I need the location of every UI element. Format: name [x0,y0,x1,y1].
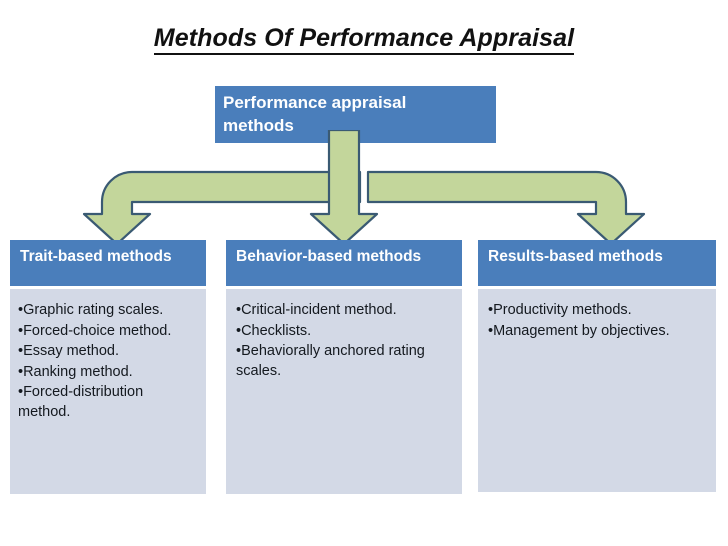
list-item-label: Ranking method. [23,363,133,380]
column-body-trait-based-methods: •Graphic rating scales. •Forced-choice m… [10,286,206,494]
list-item-label: Behaviorally anchored rating scales. [236,343,425,379]
bullet-icon: • [488,302,494,318]
page-title-text: Methods Of Performance Appraisal [153,24,575,55]
page-title: Methods Of Performance Appraisal [0,24,728,55]
bullet-icon: • [18,363,24,380]
bullet-icon: • [236,322,242,339]
column-header-label: Trait-based methods [20,248,172,265]
list-item: •Management by objectives. [488,322,708,342]
list-item-label: Management by objectives. [493,322,670,339]
list-item-label: Forced-choice method. [23,322,172,339]
column-trait-based-methods: Trait-based methods •Graphic rating scal… [10,240,206,494]
root-node-label-line2: methods [223,116,294,135]
list-item-label: Checklists. [241,322,312,339]
column-results-based-methods: Results-based methods •Productivity meth… [478,240,716,492]
root-node-label-line1: Performance appraisal [223,93,407,112]
list-item: •Critical-incident method. [236,301,454,321]
list-item: •Checklists. [236,322,454,342]
column-body-results-based-methods: •Productivity methods. •Management by ob… [478,286,716,492]
column-body-behavior-based-methods: •Critical-incident method. •Checklists. … [226,286,462,494]
list-item: •Behaviorally anchored rating scales. [236,342,454,381]
bullet-icon: • [18,384,24,400]
list-item: •Forced-distribution method. [18,383,198,422]
list-item-label: Essay method. [23,343,119,359]
bullet-icon: • [18,302,24,318]
column-header-trait-based-methods: Trait-based methods [10,240,206,286]
list-item: •Forced-choice method. [18,322,198,342]
column-header-behavior-based-methods: Behavior-based methods [226,240,462,286]
bullet-list-trait: •Graphic rating scales. •Forced-choice m… [18,301,198,422]
list-item: •Graphic rating scales. [18,301,198,321]
arrow-down-icon [309,130,379,245]
bullet-icon: • [18,343,24,359]
bullet-icon: • [236,343,242,359]
bullet-list-behavior: •Critical-incident method. •Checklists. … [236,301,454,381]
bullet-icon: • [236,302,242,318]
column-behavior-based-methods: Behavior-based methods •Critical-inciden… [226,240,462,494]
bullet-icon: • [18,322,24,339]
list-item: •Productivity methods. [488,301,708,321]
bullet-icon: • [488,322,494,339]
list-item-label: Forced-distribution method. [18,384,144,420]
list-item-label: Productivity methods. [493,302,632,318]
connector-arrows-group [82,130,646,245]
column-header-results-based-methods: Results-based methods [478,240,716,286]
arrow-down-elbow-right-icon [366,170,646,245]
column-header-label: Results-based methods [488,248,663,265]
list-item: •Ranking method. [18,363,198,383]
list-item: •Essay method. [18,342,198,362]
column-header-label: Behavior-based methods [236,248,422,265]
arrow-down-elbow-left-icon [82,170,362,245]
bullet-list-results: •Productivity methods. •Management by ob… [488,301,708,341]
list-item-label: Graphic rating scales. [23,302,164,318]
list-item-label: Critical-incident method. [241,302,397,318]
